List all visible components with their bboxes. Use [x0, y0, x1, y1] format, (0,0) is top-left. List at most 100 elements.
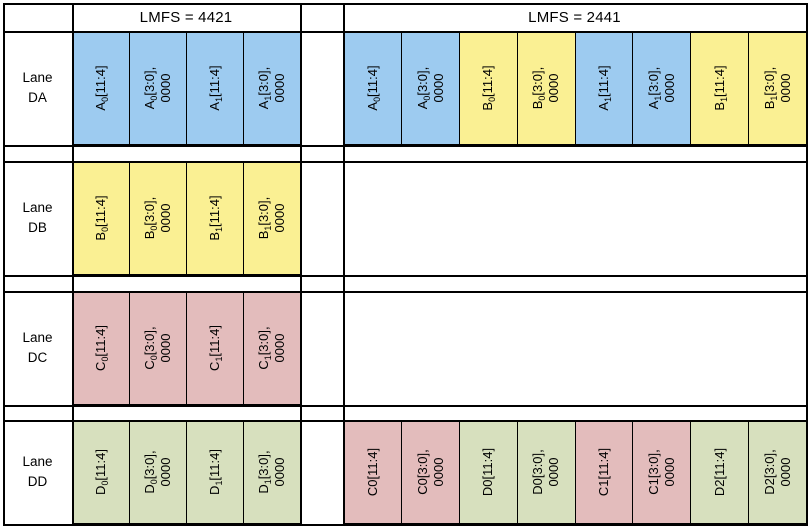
- signal-bitrange: [3:0],: [142, 66, 158, 96]
- signal-base: A: [142, 100, 158, 110]
- signal-base: B: [142, 230, 158, 240]
- signal-bitrange: [3:0],: [530, 449, 546, 479]
- data-cell-label: C0[11:4]: [365, 448, 380, 496]
- data-cell: B1[11:4]: [690, 31, 750, 145]
- signal-padding-bits: 0000: [272, 203, 288, 233]
- data-cell: C0[11:4]: [72, 291, 131, 405]
- signal-base: C0: [414, 478, 430, 495]
- lane-label-line2: DC: [27, 350, 48, 365]
- signal-padding-bits: 0000: [662, 457, 678, 487]
- signal-base: D2: [711, 479, 727, 497]
- signal-bitrange: [3:0],: [761, 449, 777, 479]
- lmfs-left-title: LMFS = 4421: [139, 8, 233, 26]
- signal-base: D0: [530, 478, 546, 495]
- data-cell: D0[3:0],0000: [129, 420, 188, 524]
- signal-base: C1: [645, 478, 661, 495]
- signal-base: B: [761, 100, 777, 110]
- data-cell-text: C0[11:4]: [93, 325, 110, 371]
- data-cell-label: D1[11:4]: [207, 449, 224, 495]
- signal-bitrange: [3:0],: [761, 66, 777, 96]
- data-cell-text: D2[11:4]: [712, 448, 728, 496]
- data-cell-text: D1[3:0],0000: [256, 450, 289, 493]
- spacer-row-rule: [3, 420, 808, 422]
- right-panel-left-divider: [343, 3, 345, 526]
- data-cell-label: B0[11:4]: [93, 195, 110, 240]
- data-cell-text: D1[11:4]: [207, 449, 224, 495]
- signal-index: 1: [262, 225, 273, 231]
- data-cell: C1[3:0],0000: [632, 420, 692, 524]
- data-cell: A0[11:4]: [72, 31, 131, 145]
- data-cell: D2[11:4]: [690, 420, 750, 524]
- lane-label-line2: DA: [28, 90, 47, 105]
- data-cell-label: C1[11:4]: [596, 448, 611, 496]
- signal-bitrange: [11:4]: [93, 325, 109, 357]
- signal-index: 0: [371, 96, 382, 102]
- data-cell: D2[3:0],0000: [748, 420, 808, 524]
- data-cell-label: B1[11:4]: [712, 65, 729, 110]
- data-cell: A1[3:0],0000: [243, 31, 302, 145]
- data-cell-text: C0[11:4]: [365, 448, 381, 496]
- signal-padding-bits: 0000: [272, 333, 288, 363]
- signal-bitrange: [11:4]: [364, 65, 380, 97]
- data-cell: C1[11:4]: [186, 291, 245, 405]
- outer-top-border: [3, 3, 808, 5]
- signal-base: C: [142, 360, 158, 370]
- data-cell-label: D2[11:4]: [712, 448, 727, 496]
- signal-bitrange: [3:0],: [256, 450, 272, 480]
- data-cell: D0[3:0],0000: [516, 420, 577, 524]
- signal-index: 1: [213, 226, 224, 232]
- data-cell-label: D2[3:0],: [762, 449, 777, 495]
- data-cell-text: C0[3:0],0000: [414, 449, 447, 495]
- data-cell: C0[11:4]: [343, 420, 403, 524]
- signal-index: 0: [99, 226, 110, 232]
- data-cell: C1[11:4]: [574, 420, 634, 524]
- data-cell-label: D1[3:0],: [256, 450, 273, 493]
- data-cell-text: B1[3:0],0000: [256, 197, 289, 240]
- outer-left-border: [3, 3, 5, 526]
- signal-padding-bits: 0000: [272, 73, 288, 103]
- signal-bitrange: [11:4]: [207, 449, 223, 481]
- data-cell: D0[11:4]: [72, 420, 131, 524]
- signal-index: 1: [213, 96, 224, 102]
- signal-index: 0: [536, 95, 547, 101]
- data-cell-label: B0[3:0],: [530, 67, 547, 110]
- signal-bitrange: [3:0],: [414, 449, 430, 479]
- data-cell-text: A0[3:0],0000: [414, 67, 447, 110]
- signal-bitrange: [11:4]: [596, 65, 612, 97]
- signal-bitrange: [3:0],: [142, 196, 158, 226]
- data-cell-text: A0[3:0],0000: [142, 67, 175, 110]
- lane-label-line2: DD: [27, 474, 48, 489]
- signal-index: 0: [99, 480, 110, 486]
- data-cell: C0[3:0],0000: [129, 291, 188, 405]
- signal-base: D: [142, 484, 158, 494]
- signal-index: 0: [99, 96, 110, 102]
- data-cell-text: A1[11:4]: [596, 65, 613, 111]
- signal-base: A: [207, 101, 223, 111]
- data-cell-text: D0[11:4]: [93, 449, 110, 495]
- data-cell-text: D0[3:0],0000: [142, 450, 175, 493]
- data-cell-label: A1[3:0],: [646, 67, 663, 110]
- data-cell-label: A1[11:4]: [207, 65, 224, 111]
- lane-label-line1: Lane: [22, 69, 53, 85]
- lane-label-line1: Lane: [22, 329, 53, 345]
- data-cell-label: A0[11:4]: [93, 65, 110, 111]
- signal-bitrange: [3:0],: [645, 449, 661, 479]
- signal-index: 1: [262, 355, 273, 361]
- signal-bitrange: [11:4]: [480, 65, 496, 97]
- data-cell: D1[11:4]: [186, 420, 245, 524]
- data-cell-text: A0[11:4]: [93, 65, 110, 111]
- data-cell: C0[3:0],0000: [400, 420, 461, 524]
- signal-bitrange: [11:4]: [364, 447, 380, 480]
- signal-base: A: [93, 101, 109, 111]
- signal-base: C: [93, 361, 109, 371]
- data-cell-text: C0[3:0],0000: [142, 326, 175, 369]
- data-cell-label: B1[3:0],: [761, 66, 779, 110]
- signal-padding-bits: 0000: [158, 203, 174, 233]
- signal-bitrange: [11:4]: [93, 65, 109, 97]
- data-cell-label: B0[3:0],: [142, 196, 159, 240]
- signal-bitrange: [3:0],: [256, 66, 272, 96]
- left-panel-right-divider: [300, 3, 302, 526]
- signal-base: A: [596, 101, 612, 111]
